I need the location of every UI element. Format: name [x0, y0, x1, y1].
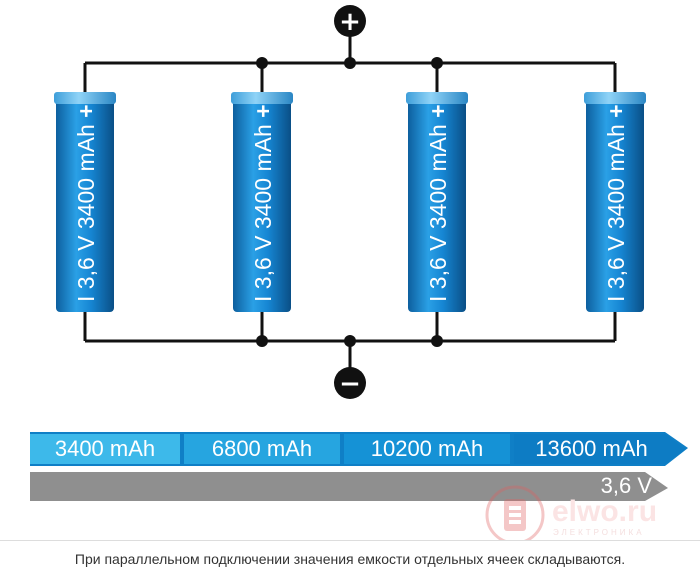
battery-plus-mark: +: [73, 104, 99, 117]
junctions: [256, 57, 443, 347]
capacity-segment-1-label: 3400 mAh: [54, 436, 156, 461]
capacity-bar: [30, 432, 688, 466]
divider: [0, 540, 700, 541]
elwo-logo-mark: [485, 485, 545, 540]
battery-voltage-label: 3,6 V: [603, 229, 629, 289]
logo-name: elwo.ru: [552, 495, 658, 528]
battery-voltage-label: 3,6 V: [250, 229, 276, 289]
junction-dot: [431, 57, 443, 69]
negative-terminal: −: [334, 367, 366, 399]
capacity-segment-4-label: 13600 mAh: [535, 436, 648, 461]
positive-terminal: +: [334, 5, 366, 37]
battery-body: [233, 100, 291, 312]
battery-minus-mark: I: [603, 289, 629, 302]
voltage-bar-fill: [30, 472, 668, 501]
logo-subtitle: ЭЛЕКТРОНИКА: [553, 528, 645, 537]
battery-capacity-label: 3400 mAh: [603, 118, 629, 229]
junction-dot: [256, 335, 268, 347]
voltage-bar: [30, 472, 668, 501]
cells: I 3,6 V 3400 mAh +I 3,6 V 3400 mAh +I 3,…: [54, 92, 646, 312]
junction-dot: [256, 57, 268, 69]
capacity-segment-3-label: 10200 mAh: [370, 436, 484, 461]
caption: При параллельном подключении значения ем…: [74, 551, 626, 567]
voltage-bar-label: 3,6 V: [600, 473, 652, 498]
battery-cap: [584, 92, 646, 104]
battery-plus-mark: +: [250, 104, 276, 117]
positive-terminal-symbol: +: [339, 7, 361, 37]
capacity-segment-4-fill: [514, 434, 685, 464]
junction-dot: [344, 57, 356, 69]
battery-minus-mark: I: [250, 289, 276, 302]
battery-capacity-label: 3400 mAh: [425, 118, 451, 229]
capacity-segment-2-fill: [184, 434, 340, 464]
battery-cell-4: I 3,6 V 3400 mAh +: [584, 92, 646, 312]
battery-label: I 3,6 V 3400 mAh +: [73, 104, 99, 302]
negative-terminal-symbol: −: [339, 369, 361, 399]
wiring: [83, 36, 617, 368]
battery-body: [586, 100, 644, 312]
battery-cap: [231, 92, 293, 104]
battery-plus-mark: +: [603, 104, 629, 117]
battery-voltage-label: 3,6 V: [73, 229, 99, 289]
capacity-segment-3-fill: [344, 434, 510, 464]
battery-label: I 3,6 V 3400 mAh +: [603, 104, 629, 302]
circuit-svg: + − I 3,6 V 3400 mAh +I 3,6 V 3400 mAh +…: [30, 5, 688, 540]
battery-minus-mark: I: [73, 289, 99, 302]
capacity-segment-2-label: 6800 mAh: [211, 436, 313, 461]
battery-body: [408, 100, 466, 312]
battery-minus-mark: I: [425, 289, 451, 302]
battery-body: [56, 100, 114, 312]
capacity-segment-1-fill: [30, 434, 180, 464]
battery-label: I 3,6 V 3400 mAh +: [250, 104, 276, 302]
battery-cell-1: I 3,6 V 3400 mAh +: [54, 92, 116, 312]
battery-label: I 3,6 V 3400 mAh +: [425, 104, 451, 302]
battery-cell-3: I 3,6 V 3400 mAh +: [406, 92, 468, 312]
junction-dot: [344, 335, 356, 347]
battery-capacity-label: 3400 mAh: [73, 118, 99, 229]
battery-cell-2: I 3,6 V 3400 mAh +: [231, 92, 293, 312]
battery-voltage-label: 3,6 V: [425, 229, 451, 289]
battery-plus-mark: +: [425, 104, 451, 117]
junction-dot: [431, 335, 443, 347]
battery-cap: [54, 92, 116, 104]
battery-cap: [406, 92, 468, 104]
battery-capacity-label: 3400 mAh: [250, 118, 276, 229]
